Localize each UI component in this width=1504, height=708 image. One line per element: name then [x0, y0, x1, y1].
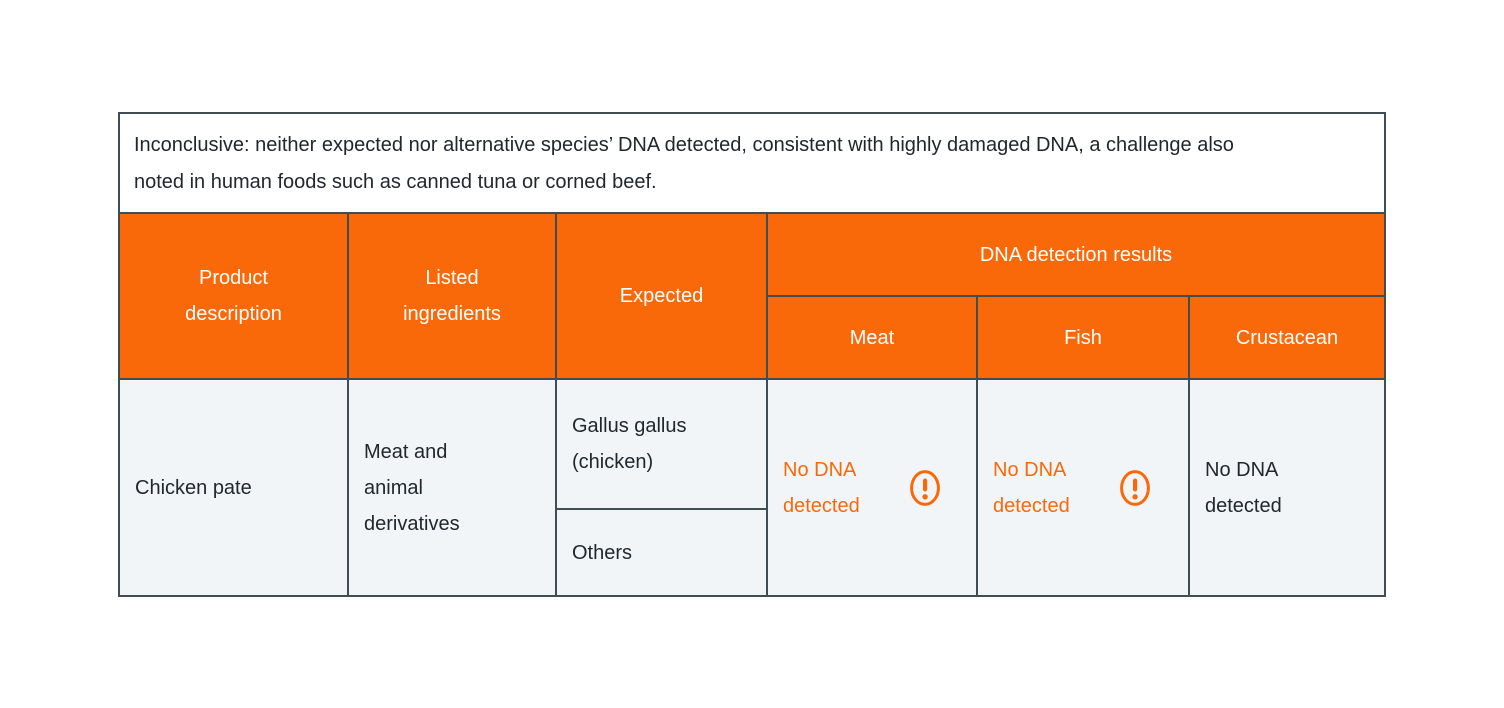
header-crustacean: Crustacean — [1190, 297, 1384, 380]
cell-expected-secondary: Others — [557, 510, 768, 595]
header-label: DNA detection results — [979, 243, 1173, 266]
header-dna-detection-results: DNA detection results — [768, 214, 1384, 297]
header-label: Listed ingredients — [403, 267, 501, 325]
warning-icon — [1119, 469, 1151, 507]
result-text: No DNA detected — [1205, 458, 1282, 517]
header-label: Product description — [185, 267, 282, 325]
cell-listed-ingredients: Meat and animal derivatives — [349, 380, 557, 595]
results-table: Product description Listed ingredients E… — [120, 214, 1384, 595]
header-label: Crustacean — [1235, 326, 1339, 349]
cell-meat-result: No DNA detected — [768, 380, 978, 595]
cell-fish-result: No DNA detected — [978, 380, 1190, 595]
note-text: Inconclusive: neither expected nor alter… — [134, 134, 1234, 193]
cell-text: Chicken pate — [135, 476, 252, 499]
header-meat: Meat — [768, 297, 978, 380]
header-listed-ingredients: Listed ingredients — [349, 214, 557, 380]
header-label: Expected — [619, 285, 704, 307]
cell-text: Others — [572, 541, 633, 564]
cell-crustacean-result: No DNA detected — [1190, 380, 1384, 595]
cell-expected-primary: Gallus gallus (chicken) — [557, 380, 768, 510]
cell-product-description: Chicken pate — [120, 380, 349, 595]
warning-icon — [909, 469, 941, 507]
cell-text: Meat and animal derivatives — [364, 440, 460, 535]
result-text: No DNA detected — [783, 458, 860, 517]
result-text: No DNA detected — [993, 458, 1070, 517]
note-box: Inconclusive: neither expected nor alter… — [120, 114, 1384, 214]
header-product-description: Product description — [120, 214, 349, 380]
results-panel: Inconclusive: neither expected nor alter… — [118, 112, 1386, 597]
header-fish: Fish — [978, 297, 1190, 380]
header-label: Meat — [849, 326, 895, 349]
header-label: Fish — [1064, 326, 1102, 349]
cell-text: Gallus gallus (chicken) — [572, 415, 687, 473]
header-expected: Expected — [557, 214, 768, 380]
